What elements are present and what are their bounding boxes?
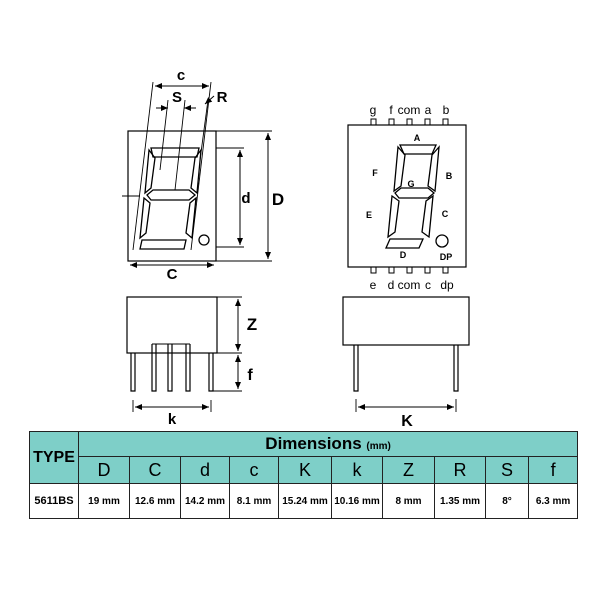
dim-label-S: S [172, 89, 182, 106]
seg-d [384, 238, 425, 249]
side-pins [130, 344, 214, 392]
bottom-pin-label: d [388, 278, 395, 292]
top-pin-label: g [370, 103, 377, 117]
seg-label-B: B [446, 171, 453, 181]
seg-e [387, 194, 400, 239]
pin-view [347, 118, 467, 274]
end-pin-right [453, 345, 459, 392]
front-dp [198, 234, 210, 246]
value-cell: 8.1 mm [229, 483, 279, 519]
value-cell: 10.16 mm [331, 483, 383, 519]
side-view [126, 296, 242, 412]
column-header-k: k [331, 456, 383, 484]
side-view-labels: Z f k [168, 315, 257, 428]
dim-label-D: D [272, 190, 284, 209]
value-cell: 15.24 mm [278, 483, 332, 519]
seg-label-F: F [372, 168, 378, 178]
table-row: 5611BS 19 mm 12.6 mm 14.2 mm 8.1 mm 15.2… [29, 483, 579, 519]
dim-label-C: C [167, 266, 178, 283]
column-header-C: C [129, 456, 181, 484]
dim-label-K: K [401, 413, 413, 430]
pin-view-body [347, 124, 467, 268]
dimensions-unit: (mm) [366, 441, 391, 452]
seg-label-G: G [407, 179, 414, 189]
bottom-pin-label: com [398, 278, 421, 292]
column-header-f: f [527, 456, 579, 484]
dimensions-header: Dimensions (mm) [77, 431, 579, 457]
pin-view-digit [384, 144, 449, 249]
top-pin-label: f [389, 103, 393, 117]
column-header-S: S [485, 456, 529, 484]
column-header-R: R [434, 456, 486, 484]
pin-view-labels: g f com a b e d com c dp A B C D E F G D… [366, 103, 454, 292]
value-cell: 6.3 mm [527, 483, 579, 519]
dim-label-d: d [241, 190, 250, 207]
seg-label-D: D [400, 250, 407, 260]
seg-c [421, 194, 434, 239]
top-pin-label: a [425, 103, 432, 117]
front-seg-e [139, 196, 151, 240]
front-seg-c [185, 196, 197, 240]
end-body [342, 296, 470, 346]
seg-label-E: E [366, 210, 372, 220]
value-cell: 19 mm [78, 483, 130, 519]
end-pin-left [353, 345, 359, 392]
front-digit [139, 147, 210, 250]
front-seg-g [146, 189, 197, 201]
bottom-pin-label: dp [440, 278, 454, 292]
model-cell: 5611BS [29, 483, 79, 519]
front-view [122, 81, 272, 268]
seg-label-DP: DP [440, 252, 453, 262]
dim-label-c: c [177, 67, 185, 84]
bottom-pin-label: c [425, 278, 431, 292]
end-view [342, 296, 470, 412]
type-header: TYPE [29, 431, 79, 484]
front-seg-b [190, 147, 202, 195]
column-header-K: K [278, 456, 332, 484]
bottom-pin-label: e [370, 278, 377, 292]
front-seg-a [150, 147, 200, 158]
seg-b [427, 145, 440, 193]
value-cell: 8° [485, 483, 529, 519]
top-pin-label: b [443, 103, 450, 117]
top-pin-label: com [398, 103, 421, 117]
seg-label-C: C [442, 209, 449, 219]
dim-label-R: R [217, 89, 228, 106]
mechanical-drawing: c S R d D C Z f k [122, 67, 470, 430]
column-header-Z: Z [382, 456, 435, 484]
dimensions-table: TYPE Dimensions (mm) D C d c K k Z R S f… [29, 431, 579, 519]
value-cell: 8 mm [382, 483, 435, 519]
seg-a [398, 144, 438, 155]
seg-dp [435, 234, 449, 248]
front-view-labels: c S R d D C [167, 67, 285, 283]
seg-f [393, 145, 406, 193]
front-seg-d [139, 239, 187, 250]
value-cell: 12.6 mm [129, 483, 181, 519]
dim-label-k: k [168, 411, 177, 428]
column-header-D: D [78, 456, 130, 484]
value-cell: 14.2 mm [180, 483, 230, 519]
seg-label-A: A [414, 133, 421, 143]
seg-g [394, 187, 436, 199]
dim-label-Z: Z [247, 315, 257, 334]
front-seg-f [144, 148, 156, 195]
dimensions-title: Dimensions [265, 434, 362, 453]
column-header-d: d [180, 456, 230, 484]
dim-label-f: f [247, 367, 253, 384]
value-cell: 1.35 mm [434, 483, 486, 519]
column-header-c: c [229, 456, 279, 484]
